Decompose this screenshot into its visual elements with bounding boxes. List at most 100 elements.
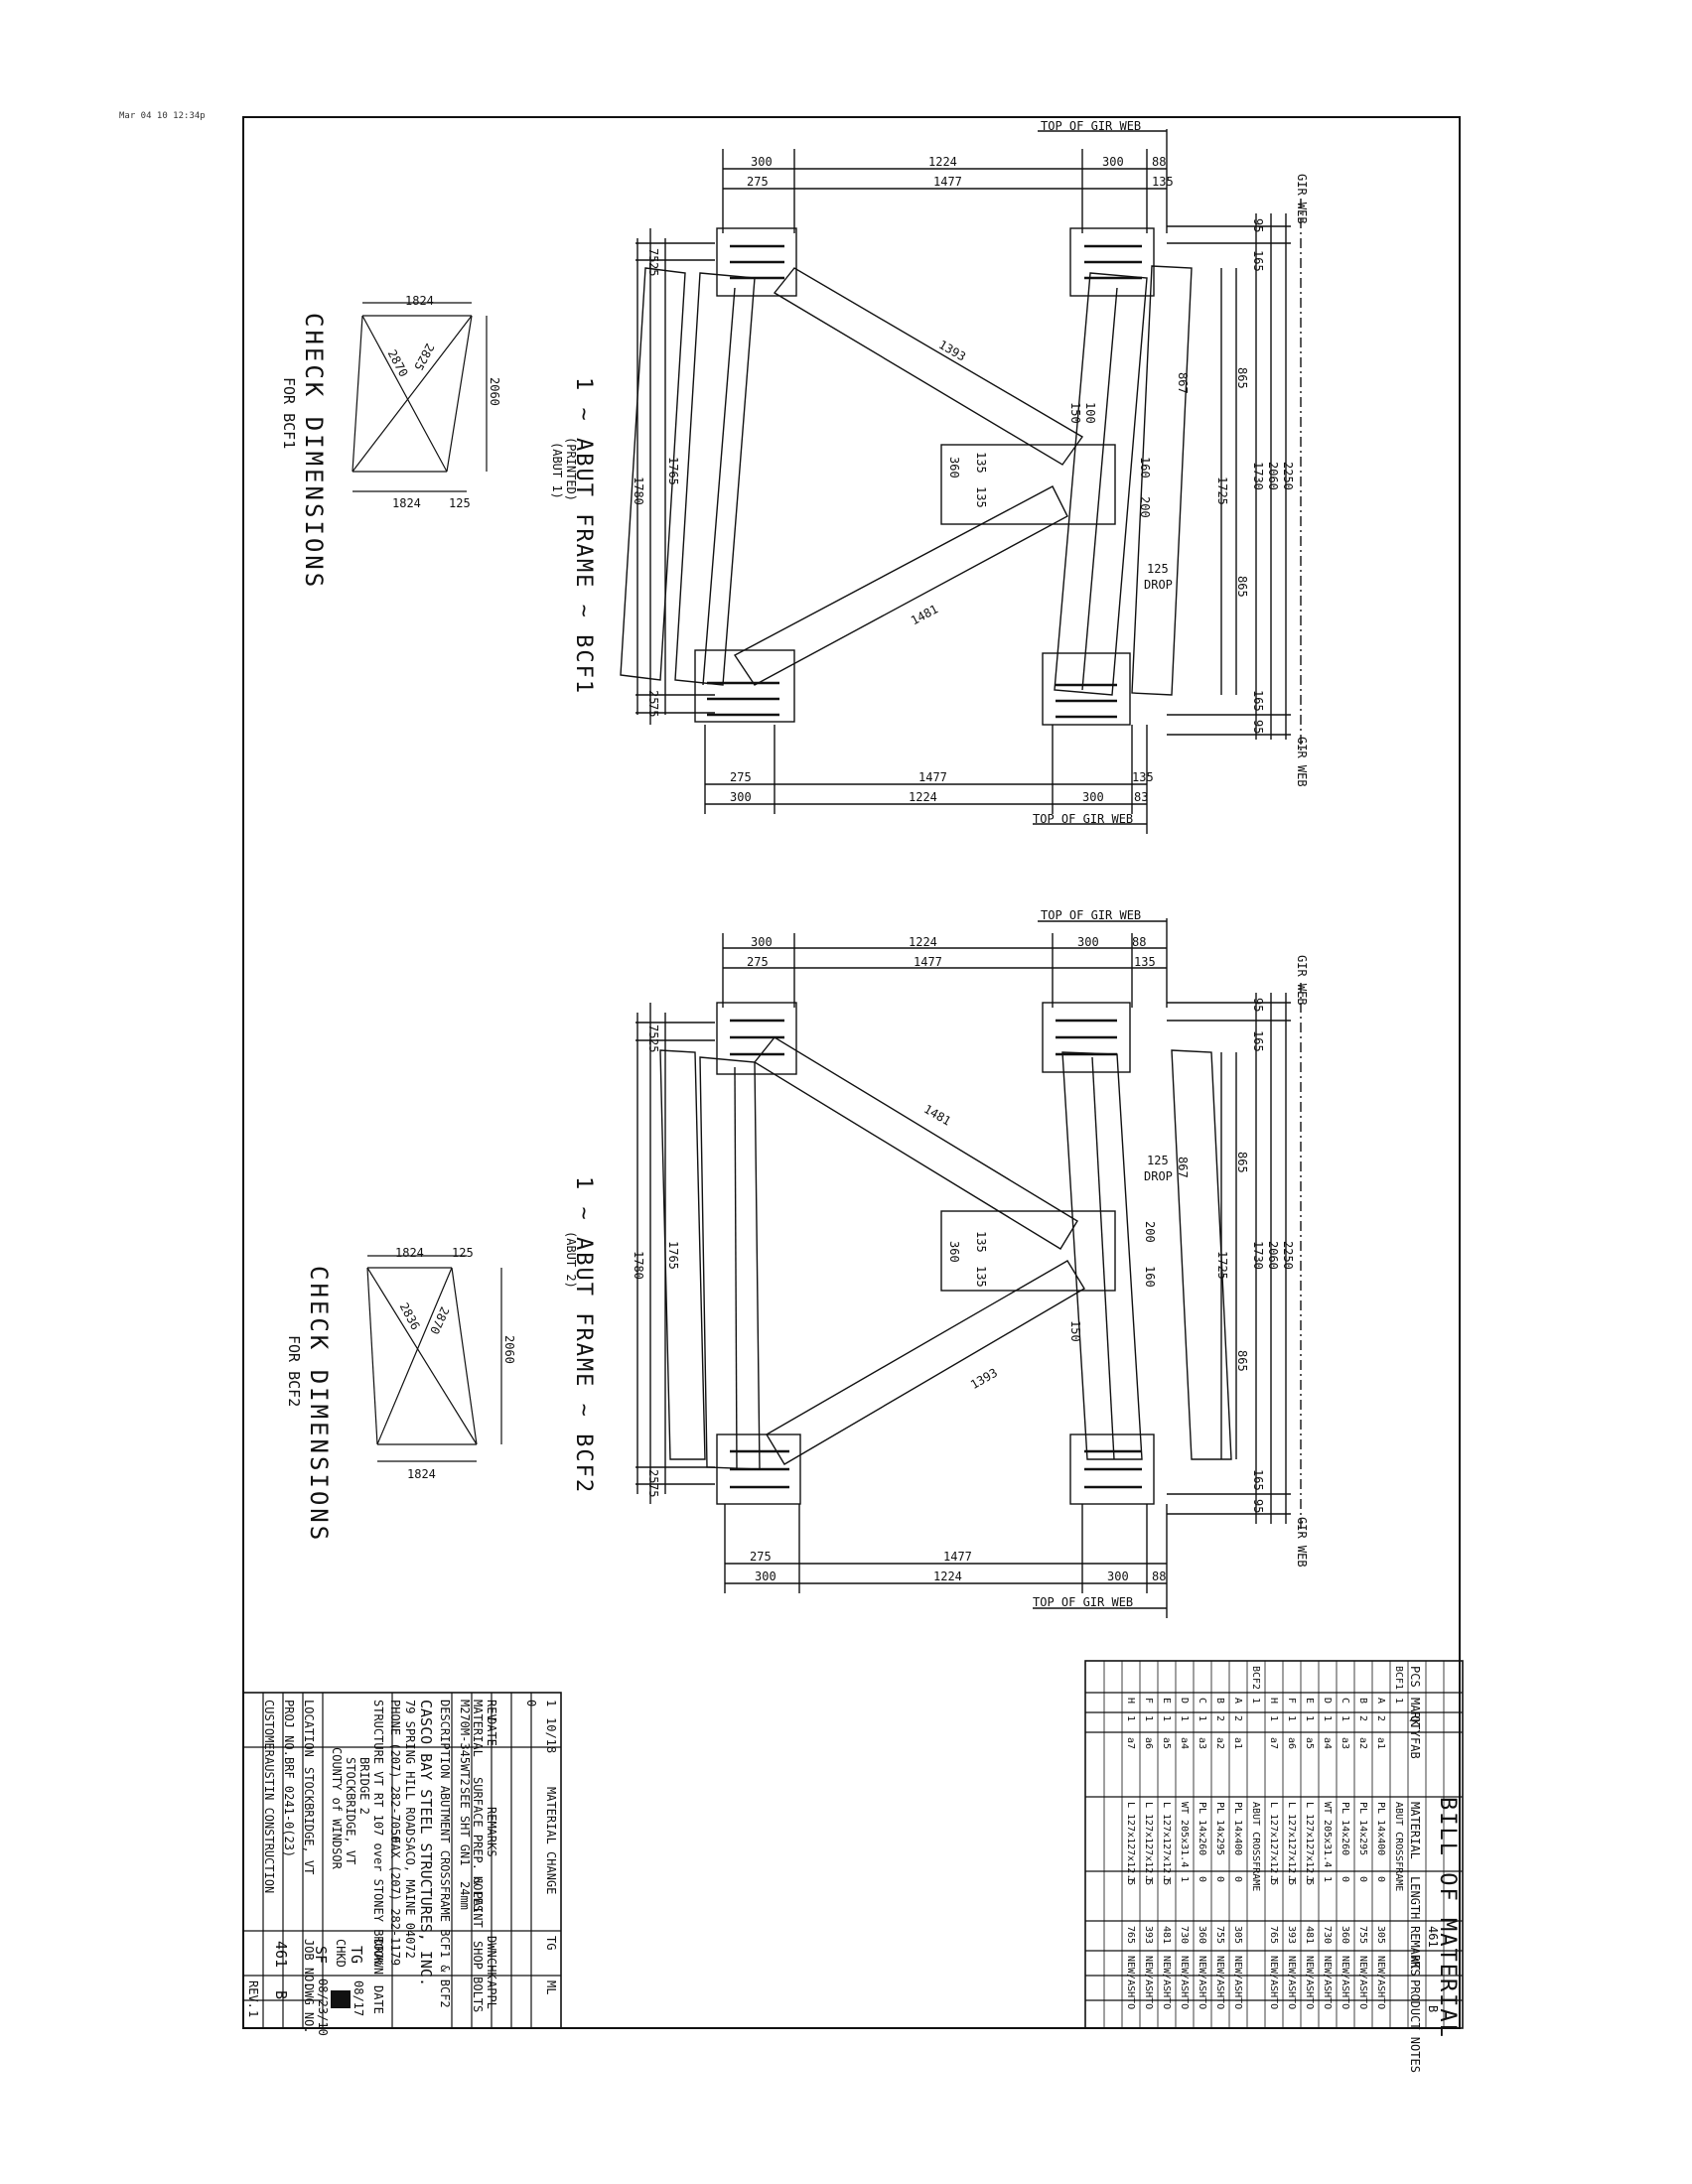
f1-bot-1477: 1477 xyxy=(918,770,947,784)
bom-cell: 1 xyxy=(1286,1876,1297,1883)
rev1-chk: ML xyxy=(544,1980,558,1995)
tb-rev: 1 xyxy=(246,2010,260,2018)
f1-side-2060: 2060 xyxy=(1266,462,1280,490)
f2-top-1477: 1477 xyxy=(914,955,942,969)
tb-date-label: DATE xyxy=(371,1985,385,2014)
right-chord xyxy=(1054,272,1148,696)
bom-cell: 1 xyxy=(1393,1698,1404,1705)
note-surface-value: SEE SHT GN1 xyxy=(458,1787,472,1866)
bom-cell: 360 xyxy=(1340,1926,1350,1945)
bom-cell: WT 205x31.4 xyxy=(1322,1802,1333,1868)
bom-cell: a6 xyxy=(1143,1737,1154,1750)
center-gusset xyxy=(940,444,1116,525)
bom-title: BILL OF MATERIAL xyxy=(1435,1797,1460,2039)
bom-cell: 1 xyxy=(1125,1715,1136,1722)
f2-gusset-200: 200 xyxy=(1143,1221,1157,1243)
f1-gusset-200: 200 xyxy=(1138,496,1152,518)
bom-header-notes: PRODUCT NOTES xyxy=(1408,1979,1422,2073)
check-offset-1: 125 xyxy=(449,496,471,510)
bom-cell: NEW/ASHTO xyxy=(1322,1956,1333,2010)
sheet-border xyxy=(242,116,1461,2029)
rev-header-remarks: REMARKS xyxy=(485,1807,498,1857)
tb-phone: PHONE (207) 282-7050 xyxy=(388,1700,402,1843)
frame-bcf2-lines xyxy=(635,918,1302,1618)
f1-side-95b: 95 xyxy=(1251,720,1265,735)
bom-cell: E xyxy=(1304,1698,1315,1705)
f2-left-75a: 75 xyxy=(646,1024,660,1039)
bom-cell: a1 xyxy=(1232,1737,1243,1750)
f1-bot-1224: 1224 xyxy=(909,790,937,804)
note-material-value: M270M-345WT2 xyxy=(458,1700,472,1786)
tb-dwg-label: DWG NO. xyxy=(302,1983,316,2034)
bom-cell: D xyxy=(1179,1698,1190,1705)
check-bottom-1: 1824 xyxy=(392,496,421,510)
bom-cell: NEW/ASHTO xyxy=(1357,1956,1368,2010)
bom-cell: a5 xyxy=(1161,1737,1172,1750)
rev1-number: 1 xyxy=(544,1700,558,1707)
f2-bot-1224: 1224 xyxy=(933,1570,962,1583)
bom-cell: NEW/ASHTO xyxy=(1143,1956,1154,2010)
bom-cell: 360 xyxy=(1197,1926,1207,1945)
bom-cell: 0 xyxy=(1375,1876,1386,1883)
f2-gir-bottom: GIR WEB xyxy=(1295,1517,1309,1568)
bom-cell: 765 xyxy=(1268,1926,1279,1945)
f1-side-165a: 165 xyxy=(1251,250,1265,272)
bom-cell: 755 xyxy=(1214,1926,1225,1945)
f2-top-300a: 300 xyxy=(751,935,773,949)
f1-gir-top: GIR WEB xyxy=(1295,174,1309,224)
check-sub-2: FOR BCF2 xyxy=(285,1335,303,1408)
f2-side-1730: 1730 xyxy=(1251,1241,1265,1270)
bom-cell: 393 xyxy=(1286,1926,1297,1945)
bom-cell: 1 xyxy=(1286,1715,1297,1722)
bom-drawing: B xyxy=(1426,2005,1440,2013)
f1-bot-83: 83 xyxy=(1134,790,1149,804)
f2-side-865a: 865 xyxy=(1235,1152,1249,1173)
bom-cell: 730 xyxy=(1179,1926,1190,1945)
bom-cell: 1 xyxy=(1125,1876,1136,1883)
f2-member-867: 867 xyxy=(1176,1157,1190,1178)
f2-bot-275: 275 xyxy=(750,1550,772,1564)
bom-table-lines xyxy=(1084,1660,1464,2029)
f1-left-1780: 1780 xyxy=(632,477,645,505)
check-title-1: CHECK DIMENSIONS xyxy=(300,313,328,591)
bom-cell: NEW/ASHTO xyxy=(1232,1956,1243,2010)
tb-drawn: TG xyxy=(348,1946,365,1965)
bom-header-length: LENGTH xyxy=(1408,1876,1422,1920)
rev0-number: 0 xyxy=(524,1700,538,1707)
bom-cell: B xyxy=(1214,1698,1225,1705)
frame-bcf1-lines xyxy=(620,129,1302,834)
bom-cell: L 127x127x12.5 xyxy=(1143,1802,1154,1886)
bom-cell: 305 xyxy=(1232,1926,1243,1945)
frame1-subtitle: (PRINTED) xyxy=(564,437,578,502)
bom-cell: D xyxy=(1322,1698,1333,1705)
bom-cell: 481 xyxy=(1161,1926,1172,1945)
left-chord xyxy=(674,272,756,686)
tb-structure: STRUCTURE VT RT 107 over STONEY BROOK xyxy=(371,1700,385,1966)
f1-gusset-135a: 135 xyxy=(974,452,988,474)
f1-left-1765: 1765 xyxy=(666,457,680,485)
check-sub-1: FOR BCF1 xyxy=(280,377,298,450)
f2-side-865b: 865 xyxy=(1235,1350,1249,1372)
bom-cell: 1 xyxy=(1161,1715,1172,1722)
bom-cell: NEW/ASHTO xyxy=(1304,1956,1315,2010)
tb-rev-label: REV. xyxy=(246,1980,260,2009)
bom-cell: 1 xyxy=(1179,1715,1190,1722)
bom-cell: F xyxy=(1286,1698,1297,1705)
bom-header-wt: WT xyxy=(1408,1956,1422,1971)
bom-cell: 1 xyxy=(1143,1715,1154,1722)
bom-cell: 0 xyxy=(1197,1876,1207,1883)
f2-side-2060: 2060 xyxy=(1266,1241,1280,1270)
f2-gusset-135a: 135 xyxy=(974,1231,988,1253)
f1-side-865b: 865 xyxy=(1235,576,1249,598)
f2-bot-300b: 300 xyxy=(1107,1570,1129,1583)
f2-bottom-label: TOP OF GIR WEB xyxy=(1033,1595,1134,1609)
f1-top-300b: 300 xyxy=(1102,155,1124,169)
f1-member-1725: 1725 xyxy=(1215,477,1229,505)
bom-cell: PL 14x295 xyxy=(1214,1802,1225,1856)
tb-job-label: JOB NO. xyxy=(302,1939,316,1989)
tb-city: SACO, MAINE 04072 xyxy=(403,1837,417,1959)
bom-cell: PL 14x260 xyxy=(1197,1802,1207,1856)
note-holes-label: HOLES xyxy=(471,1876,485,1913)
diagonal-upper xyxy=(773,267,1084,466)
